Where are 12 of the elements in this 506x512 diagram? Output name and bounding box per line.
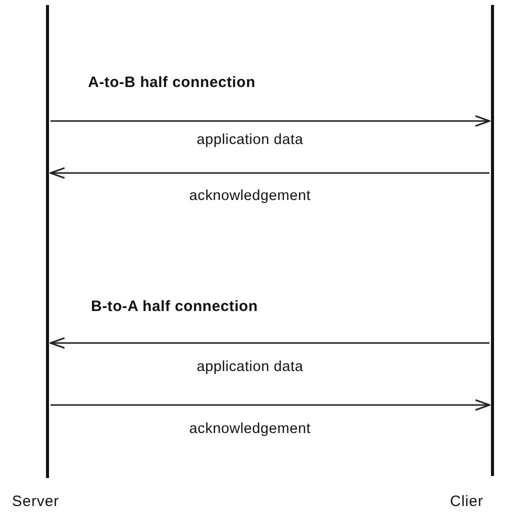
edge-label: acknowledgement <box>187 188 313 204</box>
edge-label: acknowledgement <box>187 421 313 437</box>
message-arrow <box>50 115 490 127</box>
edge-label: application data <box>194 359 306 375</box>
edge-label: application data <box>194 132 306 148</box>
lifeline-label: Server <box>12 493 60 510</box>
lifeline-label: Clier <box>450 493 484 510</box>
section-heading: B-to-A half connection <box>91 298 258 315</box>
section-heading: A-to-B half connection <box>88 74 256 91</box>
message-arrow <box>50 399 490 411</box>
message-arrow <box>50 167 490 179</box>
message-arrow <box>50 337 490 349</box>
